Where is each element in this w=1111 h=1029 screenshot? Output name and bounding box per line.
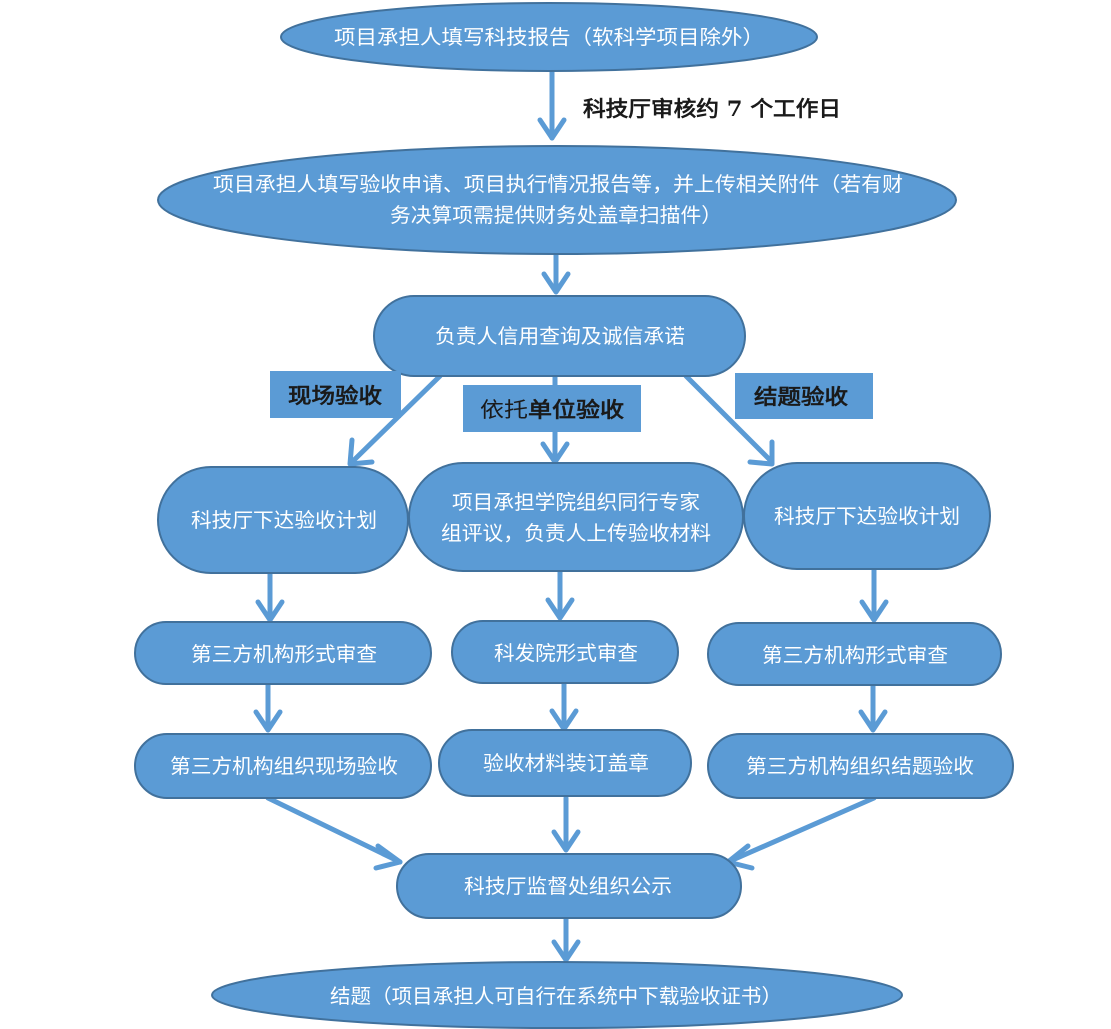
label-onsite-text: 现场验收	[288, 383, 382, 408]
node-middle-binding	[438, 729, 692, 797]
arrow-credit-to-right-plan	[683, 373, 775, 467]
node-publicity	[396, 853, 742, 919]
texts: 项目承担人填写科技报告（软科学项目除外） 科技厅审核约 7 个工作日 项目承担人…	[170, 25, 974, 1008]
node-credit-check-text: 负责人信用查询及诚信承诺	[435, 324, 685, 348]
label-box-onsite	[270, 371, 401, 418]
label-boxes	[270, 371, 873, 432]
arrow-credit-to-left-plan	[347, 373, 443, 467]
node-middle-formal-review-text: 科发院形式审查	[494, 641, 638, 665]
label-conclusion-acceptance-text: 结题验收	[754, 384, 848, 409]
node-conclusion-text: 结题（项目承担人可自行在系统中下载验收证书）	[330, 984, 782, 1008]
arrow-publicity-to-conclusion	[551, 915, 581, 963]
node-middle-review-text-line1: 项目承担学院组织同行专家	[452, 490, 700, 514]
node-middle-review	[408, 462, 744, 572]
node-left-acceptance-text: 第三方机构组织现场验收	[170, 754, 398, 778]
node-fill-application-text-line2: 务决算项需提供财务处盖章扫描件）	[390, 203, 722, 227]
arrow-middle-review-to-formal	[545, 568, 575, 621]
arrow-right-formal-to-acceptance	[858, 682, 888, 733]
arrow-left-formal-to-acceptance	[253, 682, 283, 733]
node-credit-check	[373, 295, 746, 377]
node-right-acceptance-text: 第三方机构组织结题验收	[746, 754, 974, 778]
node-fill-application	[157, 145, 957, 255]
arrow-binding-to-publicity	[551, 795, 581, 853]
arrow-left-acceptance-to-publicity	[265, 795, 403, 871]
node-fill-application-text-line1: 项目承担人填写验收申请、项目执行情况报告等，并上传相关附件（若有财	[213, 172, 903, 196]
node-right-formal-review	[707, 622, 1002, 686]
arrow-middle-formal-to-binding	[549, 681, 579, 732]
node-left-acceptance	[134, 733, 432, 799]
node-left-formal-review-text: 第三方机构形式审查	[191, 642, 377, 666]
node-middle-formal-review	[451, 620, 679, 684]
label-box-unit	[463, 385, 641, 432]
nodes	[134, 2, 1014, 1029]
label-unit-prefix: 依托	[480, 398, 528, 422]
review-days-label: 科技厅审核约 7 个工作日	[583, 96, 841, 121]
node-left-plan	[157, 466, 409, 574]
node-right-formal-review-text: 第三方机构形式审查	[762, 643, 948, 667]
label-unit-text: 依托单位验收	[480, 397, 624, 422]
label-unit-suffix: 单位验收	[528, 397, 624, 422]
node-conclusion	[211, 961, 903, 1029]
node-right-plan	[743, 462, 991, 570]
arrow-report-to-application	[537, 69, 567, 141]
node-middle-review-text-line2: 组评议，负责人上传验收材料	[441, 521, 711, 545]
arrow-left-plan-to-formal	[255, 570, 285, 623]
node-publicity-text: 科技厅监督处组织公示	[464, 874, 672, 898]
node-fill-report	[280, 2, 818, 72]
arrow-right-plan-to-formal	[859, 565, 889, 623]
node-fill-report-text: 项目承担人填写科技报告（软科学项目除外）	[334, 25, 764, 49]
node-middle-binding-text: 验收材料装订盖章	[483, 751, 649, 775]
label-box-conclusion-acceptance	[735, 373, 873, 419]
node-left-plan-text: 科技厅下达验收计划	[191, 508, 377, 532]
node-right-plan-text: 科技厅下达验收计划	[774, 504, 960, 528]
arrow-right-acceptance-to-publicity	[725, 795, 877, 871]
arrow-application-to-credit	[541, 251, 571, 295]
node-right-acceptance	[707, 733, 1014, 799]
node-left-formal-review	[134, 621, 432, 685]
